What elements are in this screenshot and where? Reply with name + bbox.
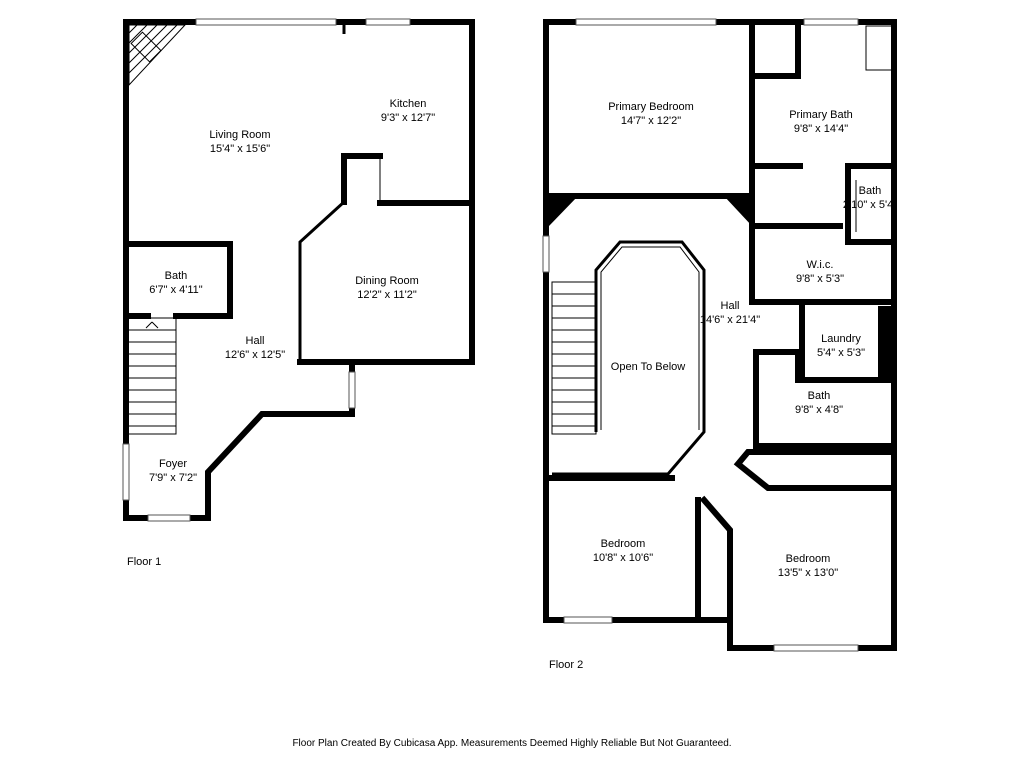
floor-1-caption: Floor 1 — [127, 556, 161, 568]
room-size: 7'9" x 7'2" — [149, 472, 197, 484]
small-bath-wall — [845, 163, 897, 245]
wall-chamfer — [724, 196, 752, 226]
room-label: Bedroom — [786, 553, 831, 565]
room-size: 12'6" x 12'5" — [225, 349, 285, 361]
room-size: 15'4" x 15'6" — [210, 143, 270, 155]
room-size: 9'8" x 5'3" — [796, 273, 844, 285]
floor-2-stairs — [551, 281, 597, 435]
window — [773, 644, 859, 652]
window — [147, 514, 191, 522]
bath-wall — [123, 241, 233, 319]
floor-1-stairs — [127, 317, 177, 435]
hall-lower-wall — [297, 363, 355, 417]
room-label: Bedroom — [601, 538, 646, 550]
window — [563, 616, 613, 624]
room-label: Bath — [165, 270, 188, 282]
vanity — [865, 25, 893, 71]
window — [542, 235, 550, 273]
kitchen-island — [341, 153, 383, 205]
room-label: Dining Room — [355, 275, 419, 287]
floor-1 — [122, 18, 475, 522]
room-label: Bath — [859, 185, 882, 197]
wic-wall — [749, 193, 897, 305]
floor-2 — [542, 18, 897, 652]
window — [803, 18, 859, 26]
room-label: Bath — [808, 390, 831, 402]
room-size: 13'5" x 13'0" — [778, 567, 838, 579]
laundry-wall-solid — [878, 306, 894, 380]
room-label: Open To Below — [611, 361, 685, 373]
room-size: 2'10" x 5'4" — [843, 199, 897, 211]
window — [195, 18, 337, 26]
room-label: Foyer — [159, 458, 187, 470]
room-label: Hall — [246, 335, 265, 347]
room-label: Primary Bedroom — [608, 101, 694, 113]
room-size: 9'8" x 4'8" — [795, 404, 843, 416]
room-size: 14'6" x 21'4" — [700, 314, 760, 326]
bedroom-1-wall — [546, 475, 733, 651]
laundry-wall — [799, 303, 897, 383]
room-label: Primary Bath — [789, 109, 853, 121]
room-size: 14'7" x 12'2" — [621, 115, 681, 127]
room-label: Laundry — [821, 333, 861, 345]
room-label: Living Room — [209, 129, 270, 141]
window — [365, 18, 411, 26]
primary-bath-closet — [753, 23, 801, 79]
room-label: Kitchen — [390, 98, 427, 110]
room-size: 9'3" x 12'7" — [381, 112, 435, 124]
hall-bath-wall — [753, 349, 897, 449]
room-label: W.i.c. — [807, 259, 834, 271]
fireplace — [128, 24, 187, 87]
open-to-below-railing — [552, 240, 706, 476]
window — [348, 371, 356, 409]
wall-chamfer — [549, 196, 578, 226]
room-size: 6'7" x 4'11" — [149, 284, 202, 296]
dining-room-arch — [298, 200, 346, 362]
room-label: Hall — [721, 300, 740, 312]
room-size: 10'8" x 10'6" — [593, 552, 653, 564]
window — [575, 18, 717, 26]
floor-2-caption: Floor 2 — [549, 659, 583, 671]
room-size: 12'2" x 11'2" — [357, 289, 417, 301]
footer-disclaimer: Floor Plan Created By Cubicasa App. Meas… — [292, 738, 731, 749]
bedroom-2-wall — [733, 449, 897, 491]
room-size: 9'8" x 14'4" — [794, 123, 848, 135]
window — [122, 443, 130, 501]
room-size: 5'4" x 5'3" — [817, 347, 865, 359]
